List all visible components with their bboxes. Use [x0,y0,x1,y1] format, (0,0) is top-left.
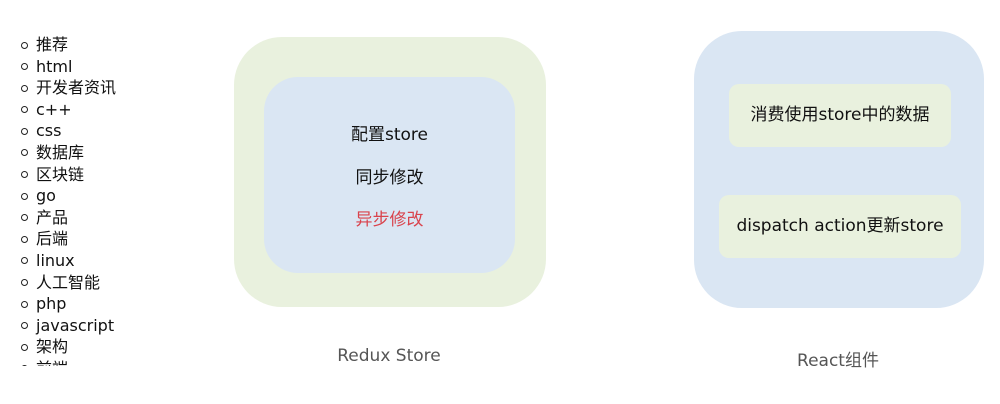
category-item[interactable]: 架构 [0,336,200,358]
category-item[interactable]: linux [0,250,200,272]
redux-line-config-store: 配置store [351,125,428,145]
category-item-label: linux [36,250,75,270]
category-item[interactable]: 前端 [0,358,200,366]
bullet-icon [21,257,28,265]
bullet-icon [21,300,28,308]
category-item[interactable]: javascript [0,315,200,337]
category-item-label: 前端 [36,359,68,366]
category-item[interactable]: php [0,293,200,315]
bullet-icon [21,279,28,287]
category-item-label: c++ [36,99,72,119]
redux-line-async-modify: 异步修改 [355,210,424,230]
category-item[interactable]: c++ [0,99,200,121]
category-item-label: 架构 [36,337,69,357]
react-card-dispatch-action: dispatch action更新store [719,195,961,258]
category-item[interactable]: 推荐 [0,34,200,56]
bullet-icon [21,106,28,114]
category-item[interactable]: 开发者资讯 [0,77,200,99]
category-item-label: css [36,121,62,141]
category-item[interactable]: 人工智能 [0,272,200,294]
category-item-label: 开发者资讯 [36,78,117,98]
bullet-icon [21,365,28,366]
category-item[interactable]: 数据库 [0,142,200,164]
category-item-label: 推荐 [36,35,69,54]
bullet-icon [21,171,28,179]
bullet-icon [21,84,28,92]
redux-store-caption: Redux Store [337,346,441,366]
bullet-icon [21,63,28,71]
category-item-label: 人工智能 [36,272,101,292]
category-item[interactable]: go [0,185,200,207]
category-item-label: 产品 [36,207,69,227]
category-item-label: javascript [36,315,115,335]
bullet-icon [21,235,28,243]
bullet-icon [21,127,28,135]
category-item-label: html [36,56,73,76]
category-item[interactable]: html [0,56,200,78]
category-item[interactable]: 产品 [0,207,200,229]
category-item[interactable]: 区块链 [0,164,200,186]
redux-line-sync-modify: 同步修改 [355,168,424,188]
bullet-icon [21,149,28,157]
category-item-label: 区块链 [36,164,85,184]
react-card-consume-store: 消费使用store中的数据 [729,84,951,147]
bullet-icon [21,41,28,49]
react-component-caption: React组件 [797,351,879,371]
category-item-label: php [36,294,67,314]
redux-store-inner-box [264,77,515,273]
category-item-label: go [36,186,56,206]
react-component-outer-box [694,31,984,308]
category-item[interactable]: 后端 [0,228,200,250]
category-item-label: 后端 [36,229,69,249]
bullet-icon [21,322,28,330]
bullet-icon [21,192,28,200]
category-item[interactable]: css [0,120,200,142]
bullet-icon [21,214,28,222]
bullet-icon [21,343,28,351]
category-item-label: 数据库 [36,142,85,162]
